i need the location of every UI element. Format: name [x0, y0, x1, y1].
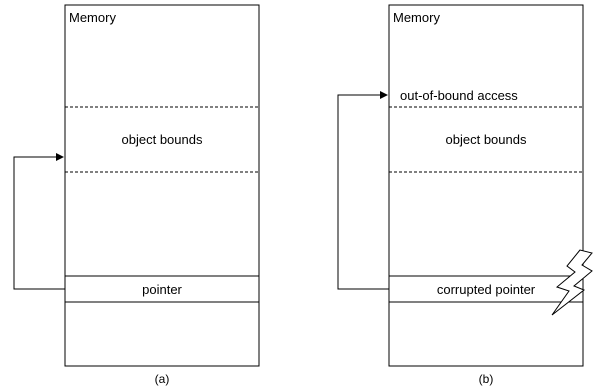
- lightning-bolt-icon: [551, 249, 593, 316]
- pointer-label-a: pointer: [142, 282, 182, 297]
- object-bounds-label-a: object bounds: [122, 132, 203, 147]
- pointer-cell-a: [64, 275, 260, 303]
- memory-label-b: Memory: [393, 10, 440, 25]
- memory-block-a: [64, 4, 260, 367]
- object-bounds-region-b: [388, 106, 584, 173]
- caption-a: (a): [155, 372, 170, 386]
- memory-label-a: Memory: [69, 10, 116, 25]
- out-of-bound-access-label: out-of-bound access: [400, 88, 518, 103]
- caption-b: (b): [479, 372, 494, 386]
- corrupted-pointer-arrow: [337, 91, 389, 290]
- panel-b: Memory out-of-bound access object bounds…: [337, 4, 593, 386]
- object-bounds-region-a: [64, 106, 260, 173]
- corrupted-pointer-label: corrupted pointer: [437, 282, 536, 297]
- corrupted-pointer-cell: [388, 275, 584, 303]
- memory-block-b: [388, 4, 584, 367]
- panel-a: Memory object bounds pointer (a): [13, 4, 260, 386]
- object-bounds-label-b: object bounds: [446, 132, 527, 147]
- pointer-arrow-a: [13, 153, 65, 290]
